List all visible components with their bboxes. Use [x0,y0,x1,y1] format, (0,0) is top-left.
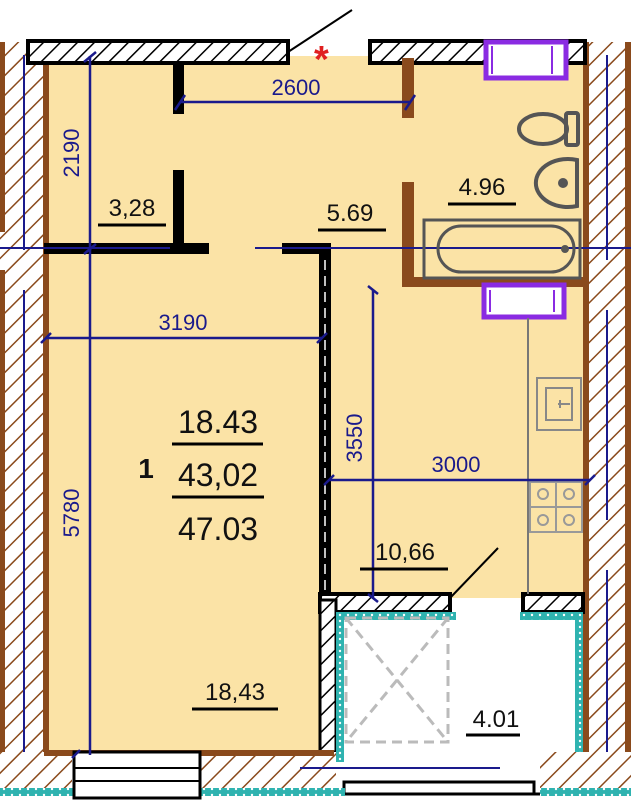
floor-fill [48,56,588,753]
dim-hall-width: 2600 [272,75,321,100]
kitchen-vent [481,282,567,320]
balcony-glazing [342,780,536,796]
dimension-lines [40,51,596,759]
dim-room-height: 5780 [59,489,84,538]
total-area: 47.03 [178,511,258,547]
kitchen-sink-icon [536,377,582,431]
stove-icon [529,481,583,533]
sink-icon [533,157,579,209]
area-hallway: 3,28 [109,195,156,222]
bathroom-vent-top [483,39,569,81]
total-area-no-balcony: 43,02 [178,457,258,493]
area-kitchen: 10,66 [375,539,435,566]
area-living-room: 18,43 [205,679,265,706]
room-count: 1 [138,453,154,484]
storage-box [344,616,450,744]
apartment-summary: 1 18.43 43,02 47.03 [138,404,264,547]
dim-kitchen-width: 3000 [432,452,481,477]
kitchen-door-swing [449,547,499,599]
bathtub-icon [422,218,582,280]
area-balcony: 4.01 [473,706,520,733]
entrance-door-swing [287,9,353,53]
dim-room-width: 3190 [159,310,208,335]
entrance-marker: * [314,39,329,81]
dim-hall-height: 2190 [59,129,84,178]
bottom-wall [0,750,631,800]
balcony-edge [336,612,583,796]
area-bathroom: 4.96 [459,174,506,201]
toilet-icon [517,111,580,147]
exterior-wall-right [583,42,631,780]
exterior-wall-left [0,42,49,780]
dim-kitchen-height: 3550 [342,414,367,463]
area-corridor: 5.69 [327,200,374,227]
living-room-window [72,750,202,800]
living-area: 18.43 [178,404,258,440]
